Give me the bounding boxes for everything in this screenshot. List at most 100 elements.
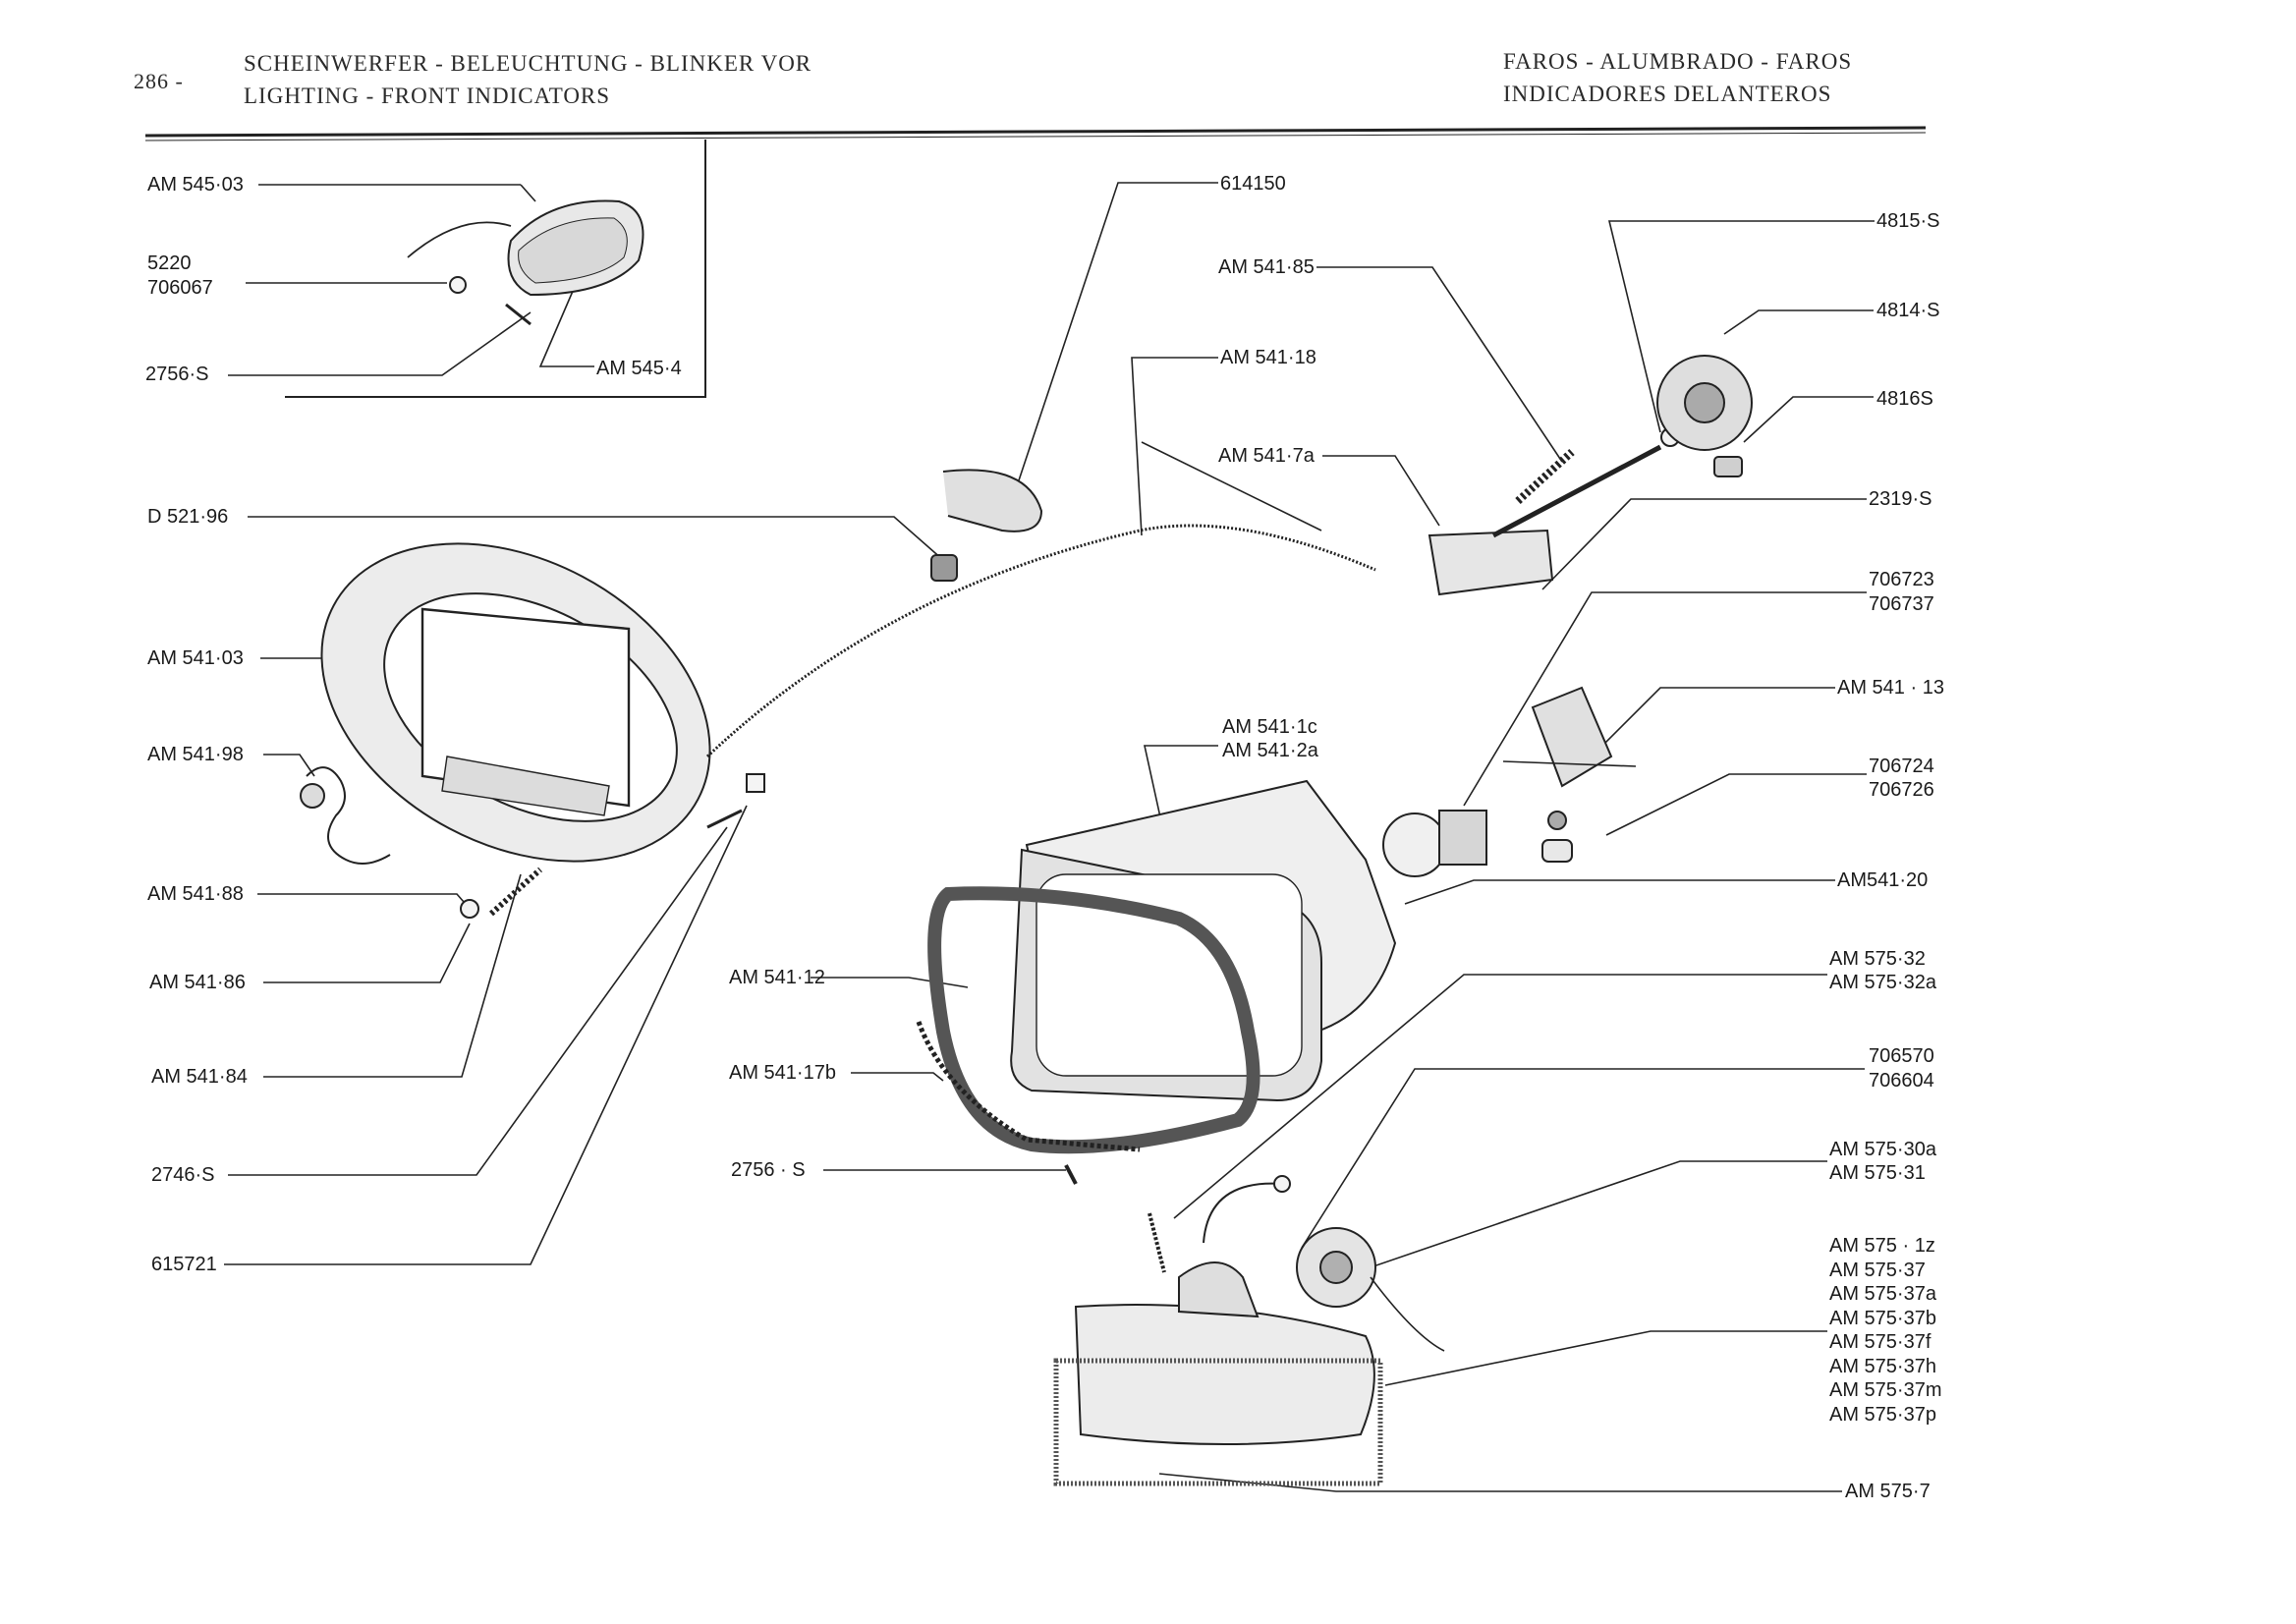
- leader-614150: [1016, 182, 1218, 487]
- part-label: 5220: [147, 252, 192, 274]
- part-label: AM 541·03: [147, 647, 244, 669]
- part-label: AM 575·7: [1845, 1481, 1931, 1502]
- part-label: AM 541·2a: [1222, 740, 1318, 761]
- parking-bulb-part: [1541, 839, 1573, 863]
- part-label: AM 575·31: [1829, 1162, 1926, 1184]
- adjust-cable-part: [705, 524, 1376, 758]
- header-rule: [144, 126, 1927, 138]
- part-label: 2746·S: [151, 1164, 215, 1186]
- leader-am54184: [263, 873, 522, 1078]
- part-label: AM 541·17b: [729, 1062, 836, 1084]
- leader-2756s-a: [228, 311, 532, 376]
- leader-d52196: [248, 516, 944, 561]
- adjuster-spring-part: [300, 766, 391, 865]
- leader-am57532: [1173, 974, 1827, 1219]
- leader-am54113: [1591, 687, 1835, 757]
- leader-706570: [1301, 1068, 1865, 1249]
- part-label: AM 541 · 13: [1837, 677, 1944, 699]
- leader-4815s: [1607, 220, 1875, 433]
- leader-am54198: [263, 754, 315, 777]
- leader-am54120: [1404, 879, 1835, 905]
- bulb-code: AM 575·37p: [1829, 1403, 1936, 1426]
- part-label: D 521·96: [147, 506, 229, 528]
- part-label: 615721: [151, 1254, 217, 1275]
- part-label: AM 541·98: [147, 744, 244, 765]
- part-label: 4814·S: [1876, 300, 1940, 321]
- leader-2746s: [228, 826, 728, 1176]
- part-label: AM 541·7a: [1218, 445, 1315, 467]
- bulb-code: AM 575·37f: [1829, 1331, 1932, 1353]
- hook-part: [942, 469, 1043, 532]
- leader-4814s: [1723, 309, 1874, 335]
- bulb-code: AM 575·37b: [1829, 1307, 1936, 1329]
- part-label: 4816S: [1876, 388, 1933, 410]
- header-title-en: LIGHTING - FRONT INDICATORS: [244, 84, 611, 108]
- bulb-code: AM 575 · 1z: [1829, 1235, 1935, 1257]
- adjuster-mechanism-part: [1428, 355, 1753, 596]
- headlamp-bulb-part: [1382, 810, 1487, 877]
- part-label: AM 541·86: [149, 972, 246, 993]
- spring-coil-part: [460, 867, 543, 919]
- part-label: 4815·S: [1876, 210, 1940, 232]
- leader-am5417a: [1322, 455, 1440, 527]
- part-label: 706067: [147, 277, 213, 299]
- inset-frame: [285, 140, 706, 398]
- leader-706724: [1605, 773, 1867, 836]
- leader-am57530a: [1370, 1160, 1827, 1268]
- bulb-holder-part: [1502, 686, 1637, 830]
- leader-615721: [224, 805, 748, 1265]
- leader-706723: [1463, 591, 1867, 807]
- part-label: AM 541·84: [151, 1066, 248, 1088]
- part-label: AM 541·1c: [1222, 716, 1317, 738]
- leader-2319s: [1541, 498, 1867, 590]
- part-label: 614150: [1220, 173, 1286, 195]
- part-label: AM 575·30a: [1829, 1139, 1936, 1160]
- page-number: 286 -: [134, 69, 184, 93]
- part-label: 706723: [1869, 569, 1934, 590]
- leader-am54186: [263, 923, 471, 983]
- bulb-code: AM 575·37: [1829, 1259, 1926, 1281]
- bulb-code: AM 575·37h: [1829, 1355, 1936, 1377]
- screw-2756s: [1064, 1164, 1078, 1185]
- bulb-code: AM 575·37m: [1829, 1379, 1942, 1401]
- leader-am5411c: [1144, 745, 1218, 836]
- part-label: 706726: [1869, 779, 1934, 801]
- leader-am54118: [1131, 357, 1218, 536]
- part-label: 706604: [1869, 1070, 1934, 1092]
- part-label: 706737: [1869, 593, 1934, 615]
- header-title-es: FAROS - ALUMBRADO - FAROS: [1503, 49, 1853, 74]
- part-label: AM 545·03: [147, 174, 244, 196]
- leader-4816s: [1743, 396, 1874, 443]
- part-label: AM 575·32: [1829, 948, 1926, 970]
- part-label: 706724: [1869, 756, 1934, 777]
- leader-am54188: [257, 893, 465, 903]
- bulb-code: AM 575·37a: [1829, 1283, 1936, 1305]
- grommet-part: [930, 554, 958, 582]
- clip-615721: [746, 773, 765, 793]
- leader-am54185: [1316, 266, 1563, 463]
- part-label: AM 541·12: [729, 967, 825, 988]
- part-label: AM541·20: [1837, 869, 1929, 891]
- leader-am5757: [1158, 1473, 1842, 1492]
- part-label: 2756·S: [145, 364, 209, 385]
- front-indicator-part: [1053, 1175, 1445, 1486]
- headlamp-bucket-part: [320, 542, 711, 863]
- screw-2746s: [706, 809, 743, 829]
- leader-bulb-codes: [1384, 1330, 1827, 1386]
- part-label: AM 545·4: [596, 358, 682, 379]
- part-label: AM 541·88: [147, 883, 244, 905]
- header-subtitle-es: INDICADORES DELANTEROS: [1503, 82, 1832, 106]
- part-label: 2756 · S: [731, 1159, 806, 1181]
- leader-am54112: [811, 977, 969, 988]
- part-label: 2319·S: [1869, 488, 1932, 510]
- part-label: AM 541·85: [1218, 256, 1315, 278]
- part-label: 706570: [1869, 1045, 1934, 1067]
- part-label: AM 541·18: [1220, 347, 1316, 368]
- header-title-de: SCHEINWERFER - BELEUCHTUNG - BLINKER VOR: [244, 51, 812, 76]
- side-repeater-part: [407, 199, 644, 326]
- headlamp-unit-part: [916, 779, 1397, 1154]
- leader-am54117b: [851, 1072, 944, 1082]
- part-label: AM 575·32a: [1829, 972, 1936, 993]
